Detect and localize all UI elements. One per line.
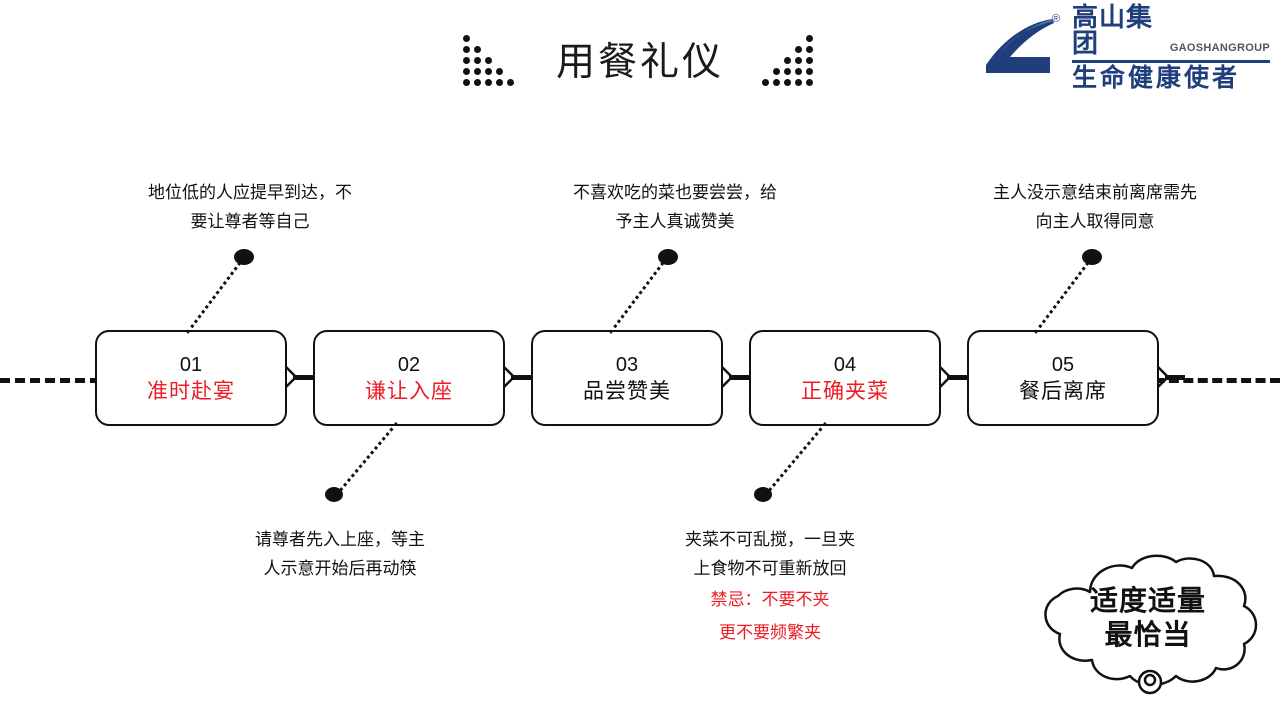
step-label: 准时赴宴 xyxy=(147,379,235,403)
step-connector-arrow-icon xyxy=(939,330,967,426)
note-line-2: 人示意开始后再动筷 xyxy=(263,559,417,578)
leader-line-step-01 xyxy=(186,256,246,334)
note-step-03: 不喜欢吃的菜也要尝尝，给 予主人真诚赞美 xyxy=(530,178,820,236)
leader-bead-step-05 xyxy=(1082,249,1102,265)
step-number: 02 xyxy=(397,353,421,376)
step-label: 正确夹菜 xyxy=(801,379,889,403)
note-line-1: 地位低的人应提早到达，不 xyxy=(148,183,352,202)
timeline-step-01[interactable]: 01 准时赴宴 xyxy=(95,330,287,426)
note-line-2: 上食物不可重新放回 xyxy=(693,559,847,578)
note-line-1: 不喜欢吃的菜也要尝尝，给 xyxy=(573,183,777,202)
thought-cloud-icon xyxy=(1044,554,1258,695)
timeline-dash-left xyxy=(0,378,100,383)
cloud-callout-text: 适度适量 最恰当 xyxy=(1028,584,1268,652)
step-connector-arrow-icon xyxy=(721,330,749,426)
note-line-2: 向主人取得同意 xyxy=(1035,212,1155,231)
leader-bead-step-01 xyxy=(234,249,254,265)
note-warning-line-2: 更不要频繁夹 xyxy=(719,623,821,642)
cloud-line-1: 适度适量 xyxy=(1089,585,1206,616)
timeline-steps: 01 准时赴宴 02 谦让入座 03 品尝赞美 xyxy=(95,330,1185,426)
note-line-1: 主人没示意结束前离席需先 xyxy=(993,183,1197,202)
timeline-step-02[interactable]: 02 谦让入座 xyxy=(313,330,505,426)
note-line-1: 请尊者先入上座，等主 xyxy=(255,530,425,549)
page-header: 用餐礼仪 xyxy=(0,22,1280,102)
step-connector-arrow-icon xyxy=(285,330,313,426)
timeline-dash-right xyxy=(1140,378,1280,383)
cloud-callout: 适度适量 最恰当 xyxy=(1028,548,1268,708)
step-label: 餐后离席 xyxy=(1019,379,1107,403)
note-line-1: 夹菜不可乱搅，一旦夹 xyxy=(685,530,855,549)
registered-mark: ® xyxy=(1051,13,1060,25)
step-number: 01 xyxy=(179,353,203,376)
dot-triangle-right-icon xyxy=(762,34,817,90)
page-title: 用餐礼仪 xyxy=(555,40,724,84)
step-label: 品尝赞美 xyxy=(583,379,671,403)
leader-bead-step-04 xyxy=(754,487,772,502)
dot-triangle-left-icon xyxy=(462,34,518,90)
logo-wordmark: 高山集团 GAOSHANGROUP 生命健康使者 xyxy=(1072,4,1270,91)
cloud-line-2: 最恰当 xyxy=(1104,619,1192,650)
leader-bead-step-03 xyxy=(658,249,678,265)
note-step-02: 请尊者先入上座，等主 人示意开始后再动筷 xyxy=(195,525,485,583)
note-step-01: 地位低的人应提早到达，不 要让尊者等自己 xyxy=(105,178,395,236)
note-line-2: 要让尊者等自己 xyxy=(190,212,310,231)
leader-line-step-02 xyxy=(334,422,398,497)
timeline-step-05[interactable]: 05 餐后离席 xyxy=(967,330,1159,426)
step-number: 03 xyxy=(615,353,639,376)
timeline-step-04[interactable]: 04 正确夹菜 xyxy=(749,330,941,426)
note-step-04: 夹菜不可乱搅，一旦夹 上食物不可重新放回 禁忌：不要不夹 更不要频繁夹 xyxy=(625,525,915,649)
brand-logo: ® 高山集团 GAOSHANGROUP 生命健康使者 xyxy=(980,4,1270,91)
timeline-step-03[interactable]: 03 品尝赞美 xyxy=(531,330,723,426)
step-number: 04 xyxy=(833,353,857,376)
note-step-05: 主人没示意结束前离席需先 向主人取得同意 xyxy=(950,178,1240,236)
note-line-2: 予主人真诚赞美 xyxy=(615,212,735,231)
leader-bead-step-02 xyxy=(325,487,343,502)
step-number: 05 xyxy=(1051,353,1075,376)
company-slogan: 生命健康使者 xyxy=(1072,63,1241,92)
leader-line-step-04 xyxy=(763,422,827,497)
logo-divider xyxy=(1072,59,1270,63)
step-connector-arrow-icon xyxy=(1157,330,1185,426)
gaoshan-swoosh-logo-icon: ® xyxy=(980,11,1064,83)
note-warning-line-1: 禁忌：不要不夹 xyxy=(710,590,830,609)
leader-line-step-03 xyxy=(609,256,669,334)
company-name-cn: 高山集团 xyxy=(1072,1,1154,58)
company-name-en: GAOSHANGROUP xyxy=(1169,41,1270,54)
step-label: 谦让入座 xyxy=(365,379,453,403)
leader-line-step-05 xyxy=(1034,256,1094,334)
step-connector-arrow-icon xyxy=(503,330,531,426)
